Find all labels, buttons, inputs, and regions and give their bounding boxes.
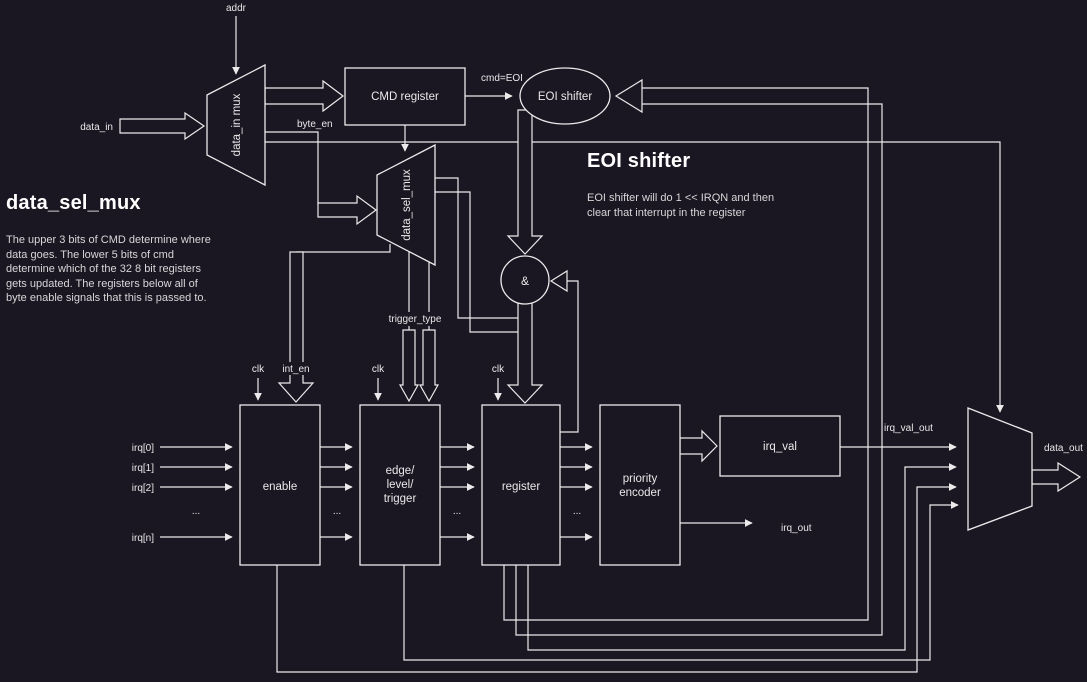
data-out-mux bbox=[967, 407, 1033, 531]
priority-encoder-block bbox=[599, 404, 681, 566]
int-en-connector-line bbox=[296, 244, 391, 253]
data-sel-mux-annotation-title: data_sel_mux bbox=[6, 192, 141, 214]
hollow-arrows bbox=[119, 78, 1082, 493]
byte-en-line bbox=[265, 131, 319, 205]
eoi-shifter-annotation: EOI shifter EOI shifter will do 1 << IRQ… bbox=[587, 150, 775, 220]
and-gate-label: & bbox=[521, 274, 529, 288]
priority-to-irqval-arrow bbox=[679, 429, 718, 463]
feedback-to-eoi-arrowhead bbox=[614, 78, 643, 114]
cmd-register-block bbox=[344, 67, 466, 126]
enable-label: enable bbox=[263, 481, 298, 493]
irq-val-label: irq_val bbox=[763, 441, 797, 453]
irq-ellipsis-label: ... bbox=[192, 506, 200, 517]
trigger-type-arrow-2 bbox=[418, 329, 440, 403]
data-out-arrow bbox=[1031, 461, 1082, 493]
nodes: data_in mux CMD register EOI shifter dat… bbox=[206, 63, 1033, 566]
irq1-label: irq[1] bbox=[132, 463, 154, 474]
data-sel-mux-label: data_sel_mux bbox=[401, 169, 413, 241]
and-to-register-arrow bbox=[506, 299, 544, 404]
addr-label: addr bbox=[226, 3, 247, 14]
int-en-label: int_en bbox=[282, 364, 309, 375]
data-in-label: data_in bbox=[80, 122, 113, 133]
register-feedback-bus-a bbox=[503, 87, 869, 621]
register-label: register bbox=[502, 481, 541, 493]
edge-trigger-label-2: level/ bbox=[387, 479, 415, 491]
cmd-eoi-label: cmd=EOI bbox=[481, 73, 523, 84]
enable-block bbox=[239, 404, 321, 566]
data-in-arrow bbox=[119, 111, 206, 141]
byte-en-label: byte_en bbox=[297, 119, 333, 130]
trigger-type-label-bg bbox=[386, 312, 444, 326]
cmd-register-label: CMD register bbox=[371, 91, 439, 103]
register-feedback-bus-b bbox=[515, 103, 883, 636]
irqn-label: irq[n] bbox=[132, 533, 154, 544]
irq-val-block bbox=[719, 415, 841, 477]
register-ellipsis-label: ... bbox=[573, 506, 581, 517]
eoi-shifter-annotation-title: EOI shifter bbox=[587, 150, 691, 172]
edge-trigger-label-3: trigger bbox=[384, 493, 417, 505]
irq0-label: irq[0] bbox=[132, 443, 154, 454]
int-en-label-bg bbox=[279, 362, 313, 375]
enable-readback-line bbox=[276, 483, 957, 673]
irq-out-label: irq_out bbox=[781, 523, 812, 534]
data-sel-mux-annotation-body: The upper 3 bits of CMD determine where … bbox=[6, 234, 211, 304]
priority-encoder-label-1: priority bbox=[623, 473, 658, 485]
eoi-shifter-node-label: EOI shifter bbox=[538, 91, 592, 103]
register-readback-line bbox=[527, 463, 957, 651]
irq-val-out-label: irq_val_out bbox=[884, 423, 933, 434]
edge-trigger-block bbox=[359, 404, 441, 566]
register-block bbox=[481, 404, 561, 566]
clk-label-enable: clk bbox=[252, 364, 265, 375]
clk-label-register: clk bbox=[492, 364, 505, 375]
eoi-shifter-annotation-body: EOI shifter will do 1 << IRQN and then c… bbox=[587, 192, 775, 219]
priority-encoder-label-2: encoder bbox=[619, 487, 661, 499]
register-to-and-arrowhead bbox=[549, 269, 568, 293]
cmd-bus-to-output-mux-line bbox=[265, 141, 1004, 413]
irq2-label: irq[2] bbox=[132, 483, 154, 494]
datasel-out-line-2 bbox=[435, 191, 518, 333]
data-out-label: data_out bbox=[1044, 443, 1083, 454]
trigger-type-arrow-1 bbox=[398, 329, 420, 403]
eoi-to-and-arrow bbox=[506, 109, 544, 255]
and-gate bbox=[500, 255, 550, 305]
datasel-out-line-1 bbox=[435, 177, 518, 319]
edge-readback-line bbox=[403, 501, 959, 661]
eoi-shifter-node bbox=[519, 67, 611, 125]
data-in-mux-label: data_in mux bbox=[231, 93, 243, 156]
signal-labels: addr data_in byte_en cmd=EOI trigger_typ… bbox=[80, 3, 1083, 544]
data-sel-mux bbox=[376, 143, 436, 267]
data-sel-mux-annotation: data_sel_mux The upper 3 bits of CMD det… bbox=[6, 192, 211, 306]
byte-en-arrow bbox=[317, 194, 378, 226]
edge-trigger-label-1: edge/ bbox=[386, 465, 416, 477]
trigger-type-label: trigger_type bbox=[389, 314, 442, 325]
edge-ellipsis-label: ... bbox=[453, 506, 461, 517]
mux-to-cmd-arrow bbox=[264, 79, 344, 113]
routing-lines bbox=[160, 16, 1004, 673]
enable-ellipsis-label: ... bbox=[333, 506, 341, 517]
register-to-and-line bbox=[560, 280, 579, 433]
data-in-mux bbox=[206, 63, 266, 187]
clk-label-edge: clk bbox=[372, 364, 385, 375]
int-en-arrow bbox=[277, 251, 315, 403]
